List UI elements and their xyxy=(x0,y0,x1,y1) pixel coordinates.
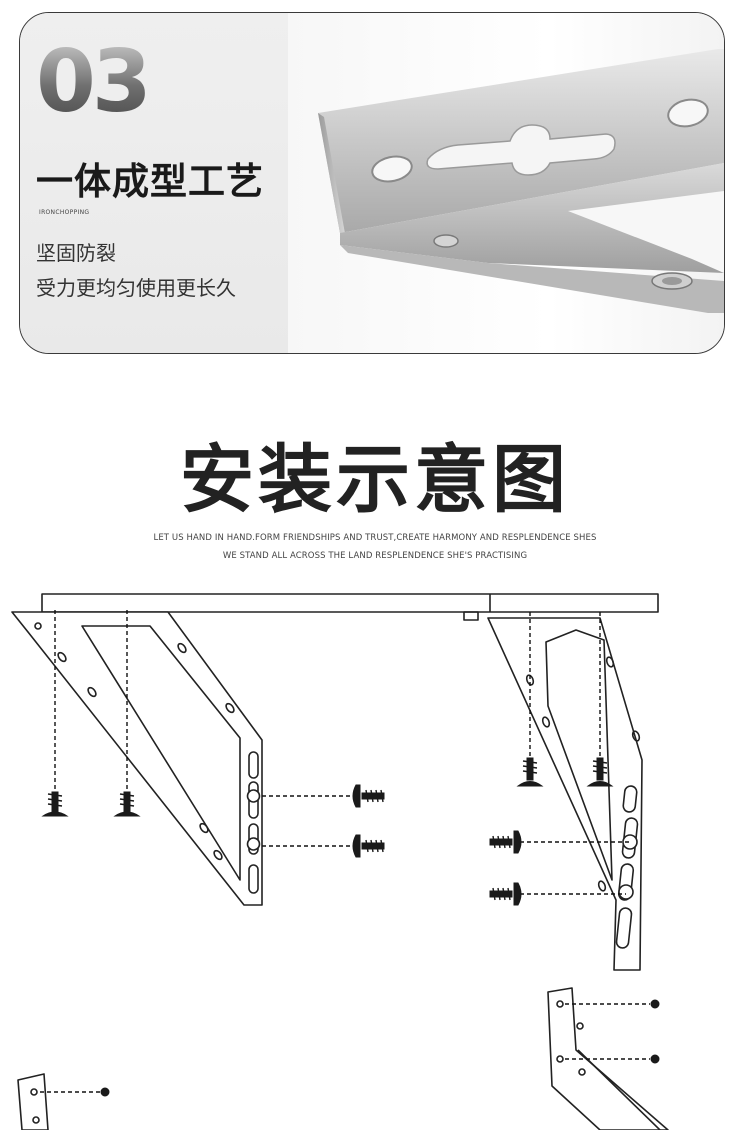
screw-icon xyxy=(113,791,141,817)
screw-icon xyxy=(352,834,385,858)
screw-icon xyxy=(586,757,614,787)
screw-head-icon xyxy=(650,999,660,1009)
screw-icon xyxy=(489,830,522,854)
feature-text-panel: 03 一体成型工艺 IRONCHOPPING 坚固防裂 受力更均匀使用更长久 xyxy=(20,13,288,353)
bracket-photo xyxy=(288,13,724,353)
installation-diagram xyxy=(11,593,669,1130)
bracket-closeup-image xyxy=(318,49,724,313)
feature-title: 一体成型工艺 xyxy=(36,160,264,203)
install-subtitle-1: LET US HAND IN HAND.FORM FRIENDSHIPS AND… xyxy=(153,533,597,543)
feature-line-1: 坚固防裂 xyxy=(36,241,116,265)
install-title: 安装示意图 xyxy=(180,437,570,523)
feature-line-2: 受力更均匀使用更长久 xyxy=(36,276,236,300)
left-bracket xyxy=(11,611,263,906)
right-bracket xyxy=(487,617,643,971)
screw-icon xyxy=(516,757,544,787)
bottom-left-bracket xyxy=(17,1073,49,1130)
screw-icon xyxy=(352,784,385,808)
feature-card: 03 一体成型工艺 IRONCHOPPING 坚固防裂 受力更均匀使用更长久 xyxy=(19,12,725,354)
bottom-right-bracket xyxy=(547,987,669,1130)
screw-head-icon xyxy=(100,1087,110,1097)
feature-number: 03 xyxy=(36,32,152,132)
install-subtitle-2: WE STAND ALL ACROSS THE LAND RESPLENDENC… xyxy=(222,551,528,561)
screw-icon xyxy=(41,791,69,817)
feature-english: IRONCHOPPING xyxy=(39,209,90,216)
screw-head-icon xyxy=(650,1054,660,1064)
screw-icon xyxy=(489,882,522,906)
shelf-board xyxy=(41,593,659,621)
